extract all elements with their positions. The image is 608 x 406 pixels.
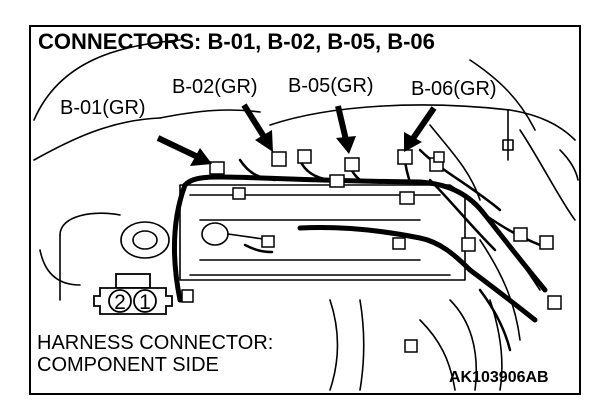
arrow-b-06: [404, 106, 437, 152]
pin-2-label: 2: [114, 291, 126, 314]
arrow-b-05: [335, 105, 356, 154]
arrow-b-02: [241, 103, 273, 152]
diagram-title: CONNECTORS: B-01, B-02, B-05, B-06: [38, 29, 435, 54]
connector-label-b-01: B-01(GR): [60, 97, 146, 119]
figure-id: AK103906AB: [449, 369, 549, 386]
connector-pin-symbol: 2 1: [93, 273, 173, 315]
connector-label-b-06: B-06(GR): [411, 78, 497, 100]
connector-label-b-05: B-05(GR): [288, 75, 374, 97]
diagram-frame: [29, 25, 581, 395]
harness-note-line1: HARNESS CONNECTOR:: [37, 332, 274, 354]
connector-label-b-02: B-02(GR): [172, 76, 258, 98]
pin-1-label: 1: [139, 291, 151, 314]
harness-note-line2: COMPONENT SIDE: [37, 354, 219, 376]
connector-arrows: [156, 103, 437, 166]
engine-outline: [33, 39, 579, 391]
arrow-b-01: [156, 135, 212, 166]
connector-blocks: [181, 149, 562, 353]
